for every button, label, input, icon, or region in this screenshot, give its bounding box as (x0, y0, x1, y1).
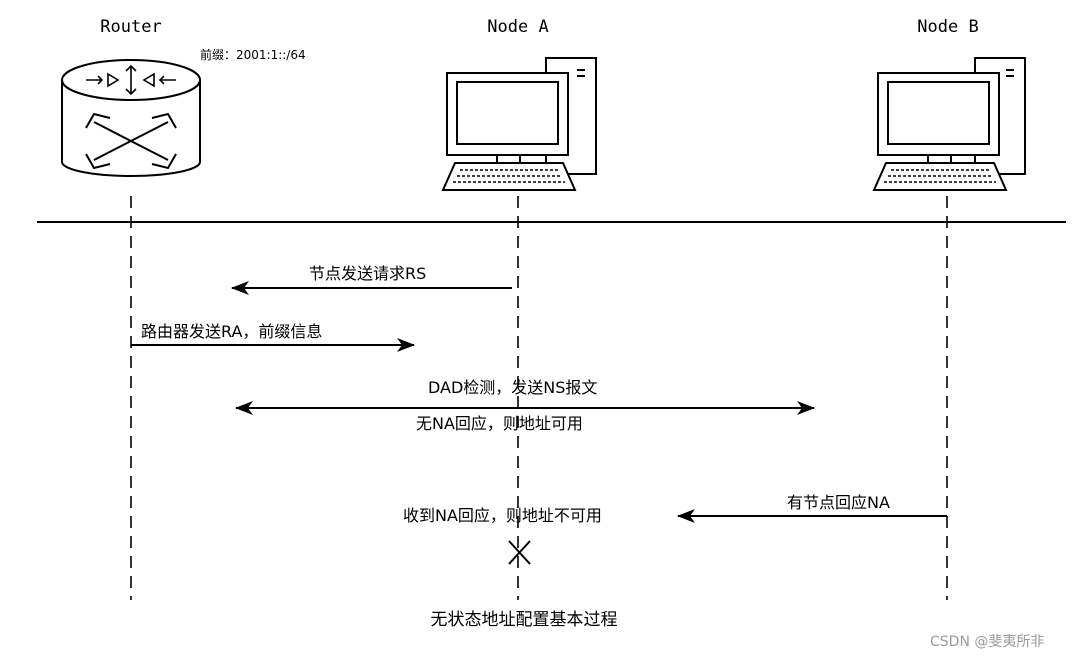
message-ra: 路由器发送RA，前缀信息 (141, 322, 323, 341)
watermark: CSDN @斐夷所非 (930, 634, 1045, 650)
cross-mark-icon (508, 540, 531, 565)
participant-label-node-b: Node B (917, 17, 979, 37)
lifelines (130, 196, 948, 600)
message-na-received: 收到NA回应，则地址不可用 (403, 506, 602, 525)
router-icon (61, 59, 201, 177)
message-dad: DAD检测，发送NS报文 (428, 378, 598, 397)
participant-label-node-a: Node A (487, 17, 549, 37)
participant-label-router: Router (100, 17, 162, 37)
computer-icon-node-b (872, 57, 1026, 191)
computer-icon-node-a (441, 57, 597, 191)
diagram-caption: 无状态地址配置基本过程 (430, 610, 618, 630)
prefix-note: 前缀：2001:1::/64 (200, 48, 306, 62)
message-rs: 节点发送请求RS (309, 264, 427, 283)
message-no-na: 无NA回应，则地址可用 (416, 414, 583, 433)
message-na-reply: 有节点回应NA (787, 493, 890, 512)
